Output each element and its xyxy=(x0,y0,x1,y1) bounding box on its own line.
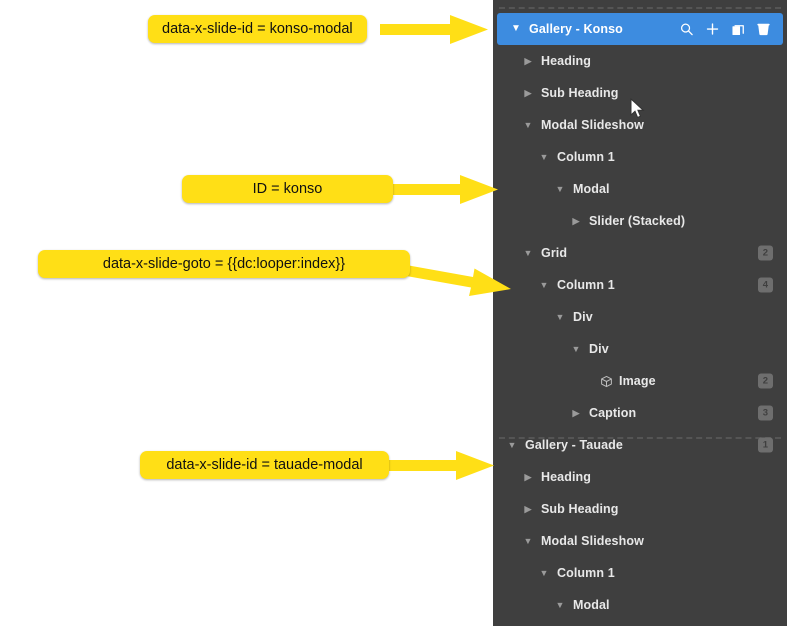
callout-arrow-3 xyxy=(395,263,511,296)
tree-row-badge: 3 xyxy=(758,405,773,421)
tree-row-label: Gallery - Konso xyxy=(529,22,623,36)
mouse-cursor xyxy=(630,98,645,119)
chevron-down-icon[interactable]: ▼ xyxy=(555,311,565,322)
chevron-down-icon[interactable]: ▼ xyxy=(523,535,533,546)
cube-icon xyxy=(599,375,614,388)
tree-row-badge: 1 xyxy=(758,437,773,453)
tree-row-label: Slider (Stacked) xyxy=(589,214,686,228)
chevron-right-icon[interactable]: ▶ xyxy=(524,87,532,98)
tree-row-grid[interactable]: ▼ Grid 2 xyxy=(493,237,787,269)
tree-row-column-1[interactable]: ▼ Column 1 4 xyxy=(493,269,787,301)
chevron-down-icon[interactable]: ▼ xyxy=(555,599,565,610)
tree-row-badge: 2 xyxy=(758,245,773,261)
tree-row-gallery-tauade[interactable]: ▼ Gallery - Tauade 1 xyxy=(493,429,787,461)
tree-row-label: Sub Heading xyxy=(541,86,619,100)
tree-row-label: Image xyxy=(619,374,656,388)
chevron-down-icon[interactable]: ▼ xyxy=(539,151,549,162)
tree-row-modal-slideshow[interactable]: ▼ Modal Slideshow xyxy=(493,109,787,141)
tree-row-heading[interactable]: ▶ Heading xyxy=(493,45,787,77)
tree-row-badge: 2 xyxy=(758,373,773,389)
tree-row-slider-stacked[interactable]: ▶ Slider (Stacked) xyxy=(493,205,787,237)
duplicate-icon[interactable] xyxy=(731,22,745,36)
tree-row-label: Column 1 xyxy=(557,150,615,164)
search-icon[interactable] xyxy=(679,22,694,37)
tree-row-label: Modal Slideshow xyxy=(541,534,644,548)
tree-row-actions xyxy=(679,22,771,37)
chevron-right-icon[interactable]: ▶ xyxy=(524,55,532,66)
chevron-right-icon[interactable]: ▶ xyxy=(572,407,580,418)
tree-row-label: Caption xyxy=(589,406,637,420)
tree-row-label: Grid xyxy=(541,246,568,260)
chevron-down-icon[interactable]: ▼ xyxy=(571,343,581,354)
tree-row-gallery-konso[interactable]: ▼ Gallery - Konso xyxy=(497,13,783,45)
chevron-down-icon[interactable]: ▼ xyxy=(523,247,533,258)
chevron-down-icon[interactable]: ▼ xyxy=(555,183,565,194)
callout-id-konso-label: ID = konso xyxy=(182,175,393,203)
tree-row-modal[interactable]: ▼ Modal xyxy=(493,589,787,621)
tree-row-label: Div xyxy=(573,310,593,324)
chevron-down-icon[interactable]: ▼ xyxy=(507,439,517,450)
tree-row-label: Heading xyxy=(541,470,592,484)
callout-konso-modal-label: data-x-slide-id = konso-modal xyxy=(148,15,367,43)
chevron-down-icon[interactable]: ▼ xyxy=(539,567,549,578)
tree-row-sub-heading[interactable]: ▶ Sub Heading xyxy=(493,77,787,109)
tree-row-modal-slideshow[interactable]: ▼ Modal Slideshow xyxy=(493,525,787,557)
tree-separator-top xyxy=(499,7,781,9)
tree-row-label: Column 1 xyxy=(557,566,615,580)
callout-arrow-2 xyxy=(380,175,498,204)
callout-arrow-1 xyxy=(380,15,488,44)
tree-row-label: Heading xyxy=(541,54,592,68)
tree-row-heading[interactable]: ▶ Heading xyxy=(493,461,787,493)
callout-tauade-modal-label: data-x-slide-id = tauade-modal xyxy=(140,451,389,479)
trash-icon[interactable] xyxy=(756,22,771,37)
chevron-right-icon[interactable]: ▶ xyxy=(524,471,532,482)
tree-row-div[interactable]: ▼ Div xyxy=(493,333,787,365)
tree-row-modal[interactable]: ▼ Modal xyxy=(493,173,787,205)
tree-row-label: Modal xyxy=(573,182,610,196)
chevron-down-icon[interactable]: ▼ xyxy=(539,279,549,290)
tree-row-label: Modal Slideshow xyxy=(541,118,644,132)
plus-icon[interactable] xyxy=(705,22,720,37)
tree-row-badge: 4 xyxy=(758,277,773,293)
tree-row-label: Div xyxy=(589,342,609,356)
tree-row-label: Modal xyxy=(573,598,610,612)
tree-row-image[interactable]: Image 2 xyxy=(493,365,787,397)
tree-row-caption[interactable]: ▶ Caption 3 xyxy=(493,397,787,429)
tree-row-label: Gallery - Tauade xyxy=(525,438,623,452)
tree-row-label: Sub Heading xyxy=(541,502,619,516)
tree-row-label: Column 1 xyxy=(557,278,615,292)
callout-slide-goto-label: data-x-slide-goto = {{dc:looper:index}} xyxy=(38,250,410,278)
tree-row-column-1[interactable]: ▼ Column 1 xyxy=(493,557,787,589)
chevron-down-icon[interactable]: ▼ xyxy=(523,119,533,130)
layer-tree-panel: ▼ Gallery - Konso ▶ Heading ▶ Sub Heading ▼ Mod… xyxy=(493,0,787,626)
chevron-right-icon[interactable]: ▶ xyxy=(524,503,532,514)
tree-row-sub-heading[interactable]: ▶ Sub Heading xyxy=(493,493,787,525)
callout-arrow-4 xyxy=(380,451,494,480)
tree-separator-middle xyxy=(499,437,781,439)
chevron-right-icon[interactable]: ▶ xyxy=(572,215,580,226)
tree-row-div[interactable]: ▼ Div xyxy=(493,301,787,333)
chevron-down-icon[interactable]: ▼ xyxy=(511,23,521,34)
tree-row-column-1[interactable]: ▼ Column 1 xyxy=(493,141,787,173)
